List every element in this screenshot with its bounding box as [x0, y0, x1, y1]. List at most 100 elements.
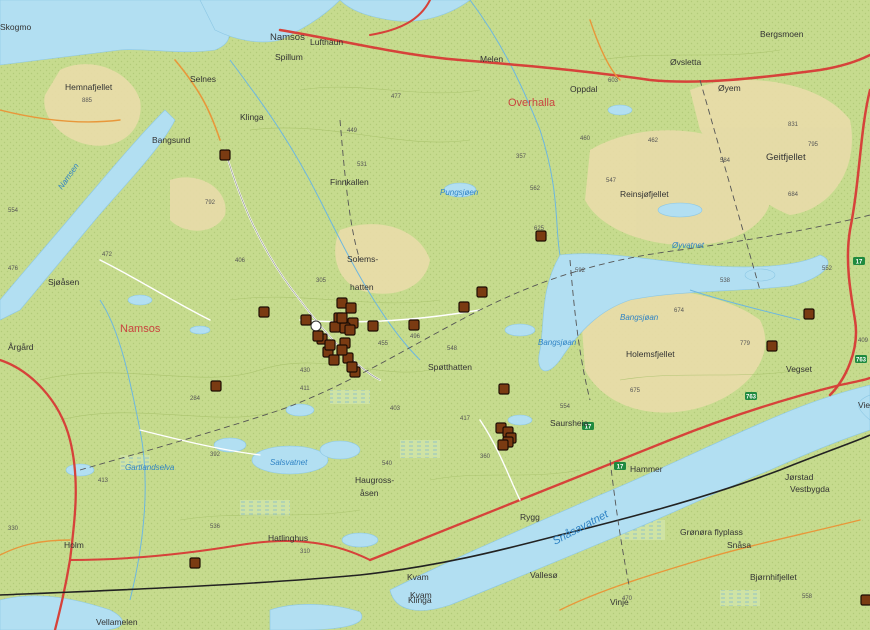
- observation-marker[interactable]: [766, 340, 778, 352]
- water-label: Salsvatnet: [270, 458, 308, 467]
- observation-marker[interactable]: [336, 344, 348, 356]
- elevation: 460: [580, 136, 591, 142]
- place-label: Solems-: [347, 254, 378, 264]
- place-label: Vestbygda: [790, 484, 830, 494]
- elevation: 831: [788, 122, 799, 128]
- place-label: Reinsjøfjellet: [620, 189, 669, 199]
- elevation: 476: [8, 266, 19, 272]
- observation-marker[interactable]: [860, 594, 870, 606]
- observation-marker[interactable]: [300, 314, 312, 326]
- place-label: Geitfjellet: [766, 152, 806, 163]
- place-label: Sjøåsen: [48, 277, 79, 287]
- observation-marker[interactable]: [367, 320, 379, 332]
- elevation: 284: [190, 396, 201, 402]
- power-lines: [79, 79, 870, 591]
- elevation: 403: [390, 406, 401, 412]
- elevation: 413: [98, 478, 109, 484]
- elevation: 603: [608, 78, 619, 84]
- observation-marker[interactable]: [476, 286, 488, 298]
- road-number: 763: [746, 395, 757, 401]
- observation-marker[interactable]: [803, 308, 815, 320]
- observation-marker[interactable]: [458, 301, 470, 313]
- water-label: Gartlandselva: [125, 463, 175, 472]
- elevation: 558: [802, 594, 813, 600]
- place-label: Vallesø: [530, 570, 558, 580]
- place-label: Jørstad: [785, 472, 814, 482]
- place-label: Holemsfjellet: [626, 349, 675, 359]
- place-label: Bangsund: [152, 135, 191, 145]
- observation-marker[interactable]: [328, 354, 340, 366]
- place-label: Hammer: [630, 464, 663, 474]
- road-number: 17: [856, 260, 863, 266]
- water-label: Bangsjøan: [538, 338, 577, 347]
- railway-line: [0, 434, 870, 596]
- elevation: 554: [560, 404, 571, 410]
- observation-marker[interactable]: [312, 330, 324, 342]
- road-number: 17: [585, 425, 592, 431]
- observation-marker[interactable]: [497, 439, 509, 451]
- place-label: Kvam: [407, 572, 429, 582]
- elevation: 417: [460, 416, 471, 422]
- place-label: Rygg: [520, 512, 540, 522]
- observation-marker[interactable]: [219, 149, 231, 161]
- observation-marker[interactable]: [344, 324, 356, 336]
- place-label: Vinje: [610, 597, 629, 607]
- elevation: 470: [622, 596, 633, 602]
- place-label: Finnkallen: [330, 177, 369, 187]
- elevation: 449: [347, 128, 358, 134]
- elevation: 684: [788, 192, 799, 198]
- water-label: Øyvatnet: [671, 241, 705, 250]
- observation-marker[interactable]: [258, 306, 270, 318]
- place-label: Hatlinghus: [268, 533, 308, 543]
- place-label: Årgård: [8, 342, 34, 352]
- place-label: Grønøra flyplass: [680, 527, 743, 537]
- place-label: Lufthaun: [310, 37, 343, 47]
- place-label: Vegset: [786, 364, 813, 374]
- waypoint-circle[interactable]: [310, 320, 322, 332]
- place-label: Hemnafjellet: [65, 82, 113, 92]
- observation-markers: [189, 149, 870, 606]
- elevation: 584: [720, 158, 731, 164]
- mountain-areas: [44, 64, 852, 413]
- elevation: 411: [300, 386, 310, 392]
- observation-marker[interactable]: [408, 319, 420, 331]
- road-number: 17: [617, 465, 624, 471]
- place-labels: Namsos Lufthaun Spillum Selnes Klinga He…: [0, 22, 870, 627]
- observation-marker[interactable]: [346, 361, 358, 373]
- observation-marker[interactable]: [498, 383, 510, 395]
- observation-marker[interactable]: [210, 380, 222, 392]
- elevation: 310: [300, 549, 311, 555]
- elevation: 675: [630, 388, 641, 394]
- place-label: Holm: [64, 540, 84, 550]
- observation-marker[interactable]: [345, 302, 357, 314]
- place-label: Vie: [858, 400, 870, 410]
- contour-lines: [39, 49, 801, 521]
- observation-marker[interactable]: [189, 557, 201, 569]
- place-label: Snåsa: [727, 540, 751, 550]
- elevation: 592: [575, 268, 586, 274]
- observation-marker[interactable]: [535, 230, 547, 242]
- place-label: Øvsletta: [670, 57, 701, 67]
- place-label: hatten: [350, 282, 374, 292]
- elevation: 305: [316, 278, 327, 284]
- elevation: 455: [378, 341, 389, 347]
- place-label: Klinga: [408, 595, 432, 605]
- elevation: 547: [606, 178, 617, 184]
- observation-marker[interactable]: [336, 312, 348, 324]
- observation-marker[interactable]: [324, 339, 336, 351]
- place-label: Oppdal: [570, 84, 598, 94]
- place-label: Selnes: [190, 74, 216, 84]
- elevation: 357: [516, 154, 527, 160]
- bog-areas: [120, 390, 760, 606]
- place-label: Vellamelen: [96, 617, 138, 627]
- place-label: Bjørnhifjellet: [750, 572, 797, 582]
- water-label: Bangsjøan: [620, 313, 659, 322]
- elevation: 406: [235, 258, 246, 264]
- elevation: 625: [534, 226, 545, 232]
- elevation: 674: [674, 308, 685, 314]
- place-label: Spillum: [275, 52, 303, 62]
- elevation: 392: [210, 452, 221, 458]
- place-label: Namsos: [270, 32, 305, 43]
- place-label: Skogmo: [0, 22, 31, 32]
